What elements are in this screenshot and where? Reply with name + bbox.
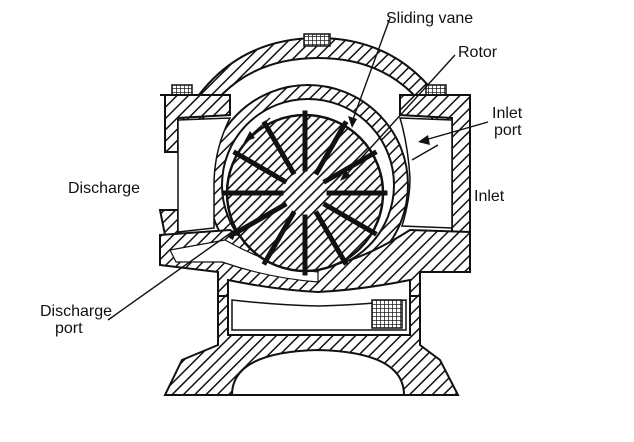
label-discharge: Discharge (68, 180, 141, 197)
casing-top-boss (303, 33, 331, 47)
label-discharge-port-line1: Discharge (40, 303, 113, 320)
label-inlet-port-line2: port (494, 122, 522, 139)
leader-rotor (344, 54, 456, 177)
relief-valve (371, 299, 403, 329)
inlet-cavity (398, 117, 453, 229)
vane (322, 149, 378, 185)
leader-inlet-port (424, 121, 489, 141)
rotor-hub (285, 173, 325, 213)
leader-discharge-port (107, 231, 233, 321)
vane (313, 120, 349, 176)
pump-casing (158, 33, 471, 396)
label-discharge-port-line2: port (55, 320, 83, 337)
rotor-assembly (222, 110, 388, 276)
label-inlet: Inlet (474, 188, 505, 205)
label-rotor: Rotor (458, 44, 498, 61)
vane (232, 201, 288, 237)
casing-left-lower-wall (158, 209, 179, 236)
vane (232, 149, 288, 185)
discharge-cavity (177, 117, 232, 233)
arrow-rotor (340, 170, 351, 181)
vane (261, 210, 297, 266)
label-sliding-vane: Sliding vane (386, 10, 474, 27)
label-inlet-port-line1: Inlet (492, 105, 523, 122)
casing-bottom-hollow (230, 348, 406, 396)
vane (322, 201, 378, 237)
flow-arrow-discharge-head (244, 131, 255, 142)
leader-lines (107, 17, 489, 321)
leader-sliding-vane (351, 17, 391, 123)
vane (313, 210, 349, 266)
vane (261, 120, 297, 176)
arrow-sliding-vane (348, 116, 357, 128)
arrow-inlet-port (418, 135, 430, 145)
arrow-discharge-port (228, 228, 237, 240)
sliding-vanes (222, 110, 388, 276)
flow-arrow-inlet (411, 144, 439, 161)
